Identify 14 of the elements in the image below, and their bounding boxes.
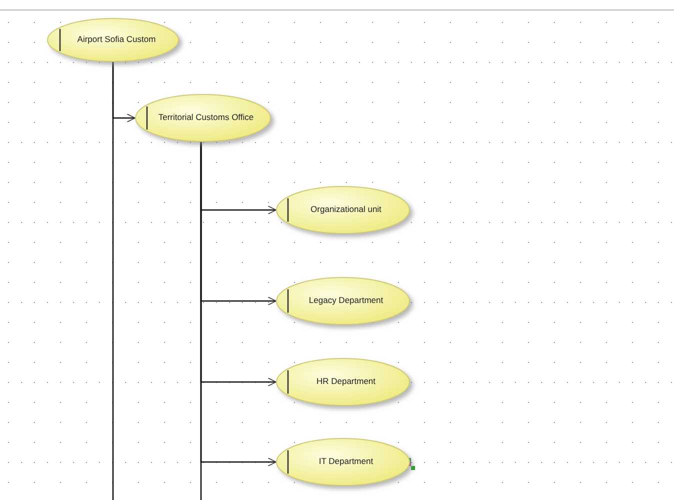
ellipse-node bbox=[276, 358, 410, 406]
ellipse-node bbox=[135, 94, 271, 142]
ellipse-node bbox=[276, 277, 410, 325]
ellipse-node bbox=[47, 18, 179, 62]
node-label: HR Department bbox=[316, 377, 376, 387]
node-label: Territorial Customs Office bbox=[158, 113, 254, 123]
node-label: Airport Sofia Custom bbox=[77, 35, 156, 45]
ellipse-node bbox=[276, 438, 410, 486]
ellipse-node bbox=[276, 186, 410, 234]
node-label: Organizational unit bbox=[310, 205, 382, 215]
node-label: Legacy Department bbox=[308, 296, 384, 306]
connector-line bbox=[112, 62, 114, 500]
connector-line bbox=[200, 142, 202, 500]
node-label: IT Department bbox=[318, 457, 374, 467]
